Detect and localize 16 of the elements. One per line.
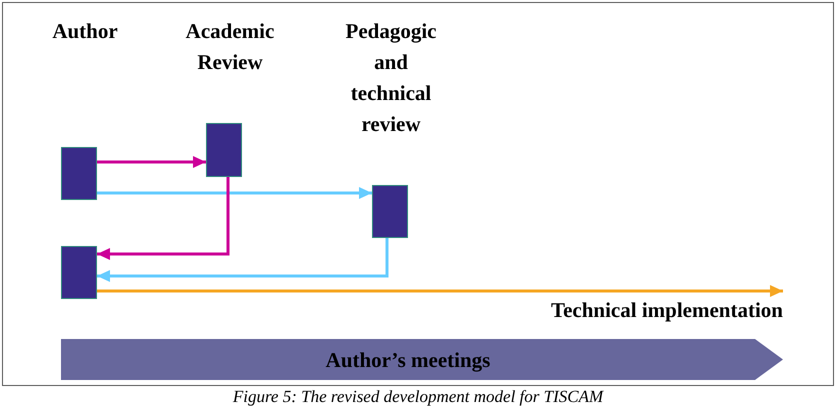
process-box (61, 246, 97, 299)
column-heading: Pedagogic and technical review (344, 18, 438, 138)
chevron-band (61, 339, 783, 380)
figure-caption: Figure 5: The revised development model for TISCAM (232, 387, 605, 406)
arrow (97, 238, 388, 282)
process-box (206, 123, 242, 177)
process-box (372, 185, 408, 238)
column-heading: Academic Review (184, 18, 276, 76)
arrow (97, 156, 206, 168)
process-box (61, 147, 97, 200)
column-heading: Author (51, 18, 119, 45)
phase-label: Technical implementation (463, 292, 783, 326)
arrow (97, 177, 230, 260)
arrow (97, 187, 372, 199)
arrow (97, 285, 783, 297)
band-label: Author’s meetings (326, 346, 490, 372)
